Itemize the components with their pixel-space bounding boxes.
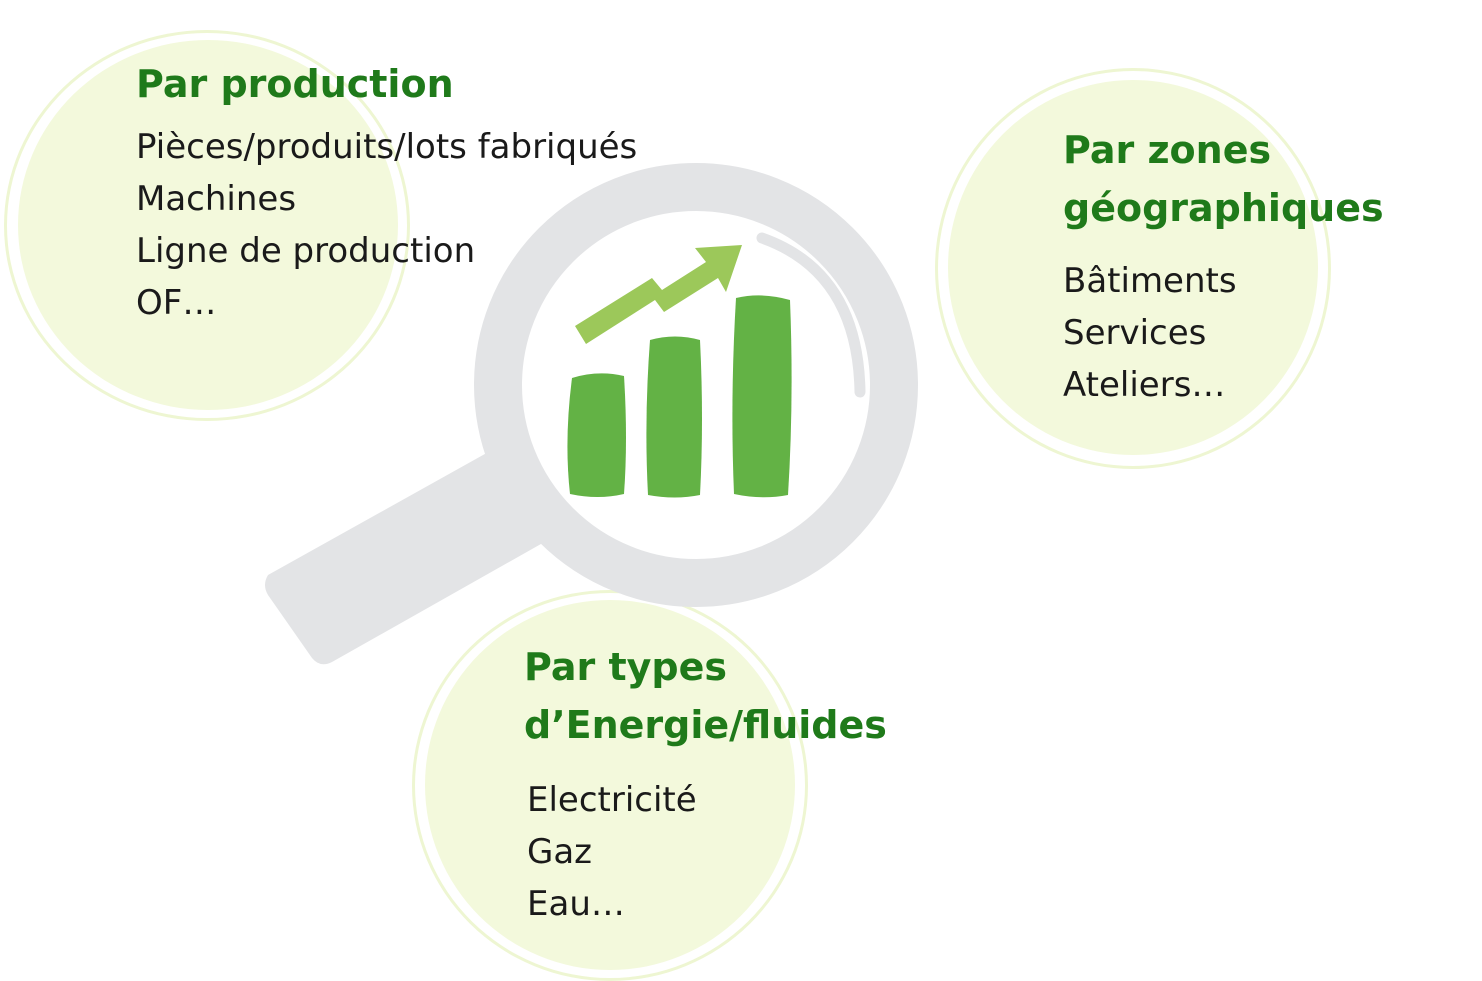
zones-title-line2: géographiques xyxy=(1063,186,1384,230)
zones-item: Ateliers… xyxy=(1063,365,1226,405)
production-item: Ligne de production xyxy=(136,231,476,271)
zones-item: Bâtiments xyxy=(1063,261,1237,301)
production-item: OF… xyxy=(136,283,217,323)
zones-blob-ring xyxy=(935,68,1331,469)
production-group: Par production Pièces/produits/lots fabr… xyxy=(136,55,637,329)
magnifier-handle xyxy=(265,440,548,665)
chart-bar-3 xyxy=(732,295,792,498)
production-list: Pièces/produits/lots fabriqués Machines … xyxy=(136,121,637,329)
zones-title-line1: Par zones xyxy=(1063,128,1272,172)
chart-bar-2 xyxy=(646,336,702,498)
energy-list: Electricité Gaz Eau… xyxy=(524,774,887,930)
production-item: Machines xyxy=(136,179,297,219)
energy-item: Electricité xyxy=(527,780,697,820)
magnifier-highlight-arc xyxy=(756,232,866,398)
magnifier-lens-ring xyxy=(474,163,918,607)
production-item: Pièces/produits/lots fabriqués xyxy=(136,127,638,167)
zones-item: Services xyxy=(1063,313,1207,353)
chart-bar-1 xyxy=(567,373,626,497)
energy-item: Gaz xyxy=(527,832,593,872)
energy-title-line1: Par types xyxy=(524,645,727,689)
energy-item: Eau… xyxy=(527,884,625,924)
chart-trend-arrow xyxy=(575,245,742,344)
energy-group: Par types d’Energie/fluides Electricité … xyxy=(524,638,887,930)
production-title: Par production xyxy=(136,62,454,106)
production-blob-ring xyxy=(4,30,410,421)
zones-group: Par zones géographiques Bâtiments Servic… xyxy=(1063,121,1384,411)
zones-list: Bâtiments Services Ateliers… xyxy=(1063,255,1384,411)
energy-title-line2: d’Energie/fluides xyxy=(524,703,887,747)
